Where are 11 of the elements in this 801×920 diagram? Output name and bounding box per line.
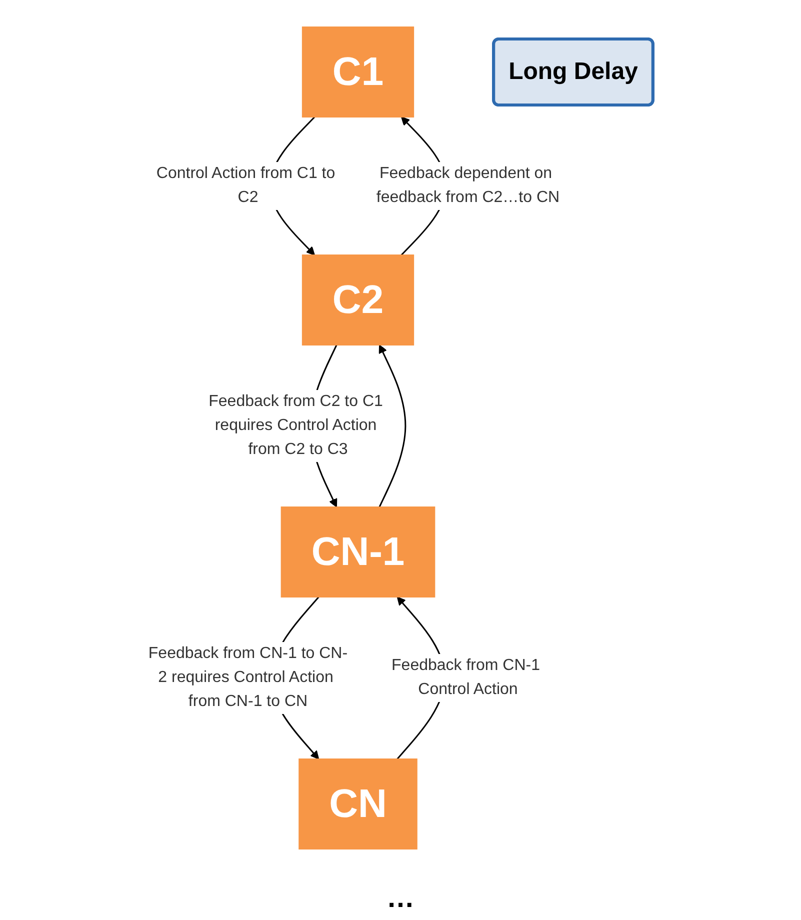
node-box: C1 — [302, 26, 414, 118]
edge-label: Control Action from C1 to C2 — [156, 165, 336, 206]
node-box: CN — [298, 758, 418, 850]
node-box: CN-1 — [280, 506, 436, 598]
arrow — [378, 344, 406, 508]
edge-label: Feedback from CN-1 to CN-2 requires Control Action from CN-1 to CN — [148, 644, 348, 710]
edge-label: Feedback from CN-1 Control Action — [392, 656, 540, 698]
node-box: C2 — [302, 254, 414, 346]
edge-label: Feedback from C2 to C1 requires Control Action from C2 to C3 — [208, 393, 383, 458]
edge-label: Feedback dependent on feedback from C2…to CN — [376, 165, 560, 206]
ellipsis-text: … — [386, 882, 414, 913]
